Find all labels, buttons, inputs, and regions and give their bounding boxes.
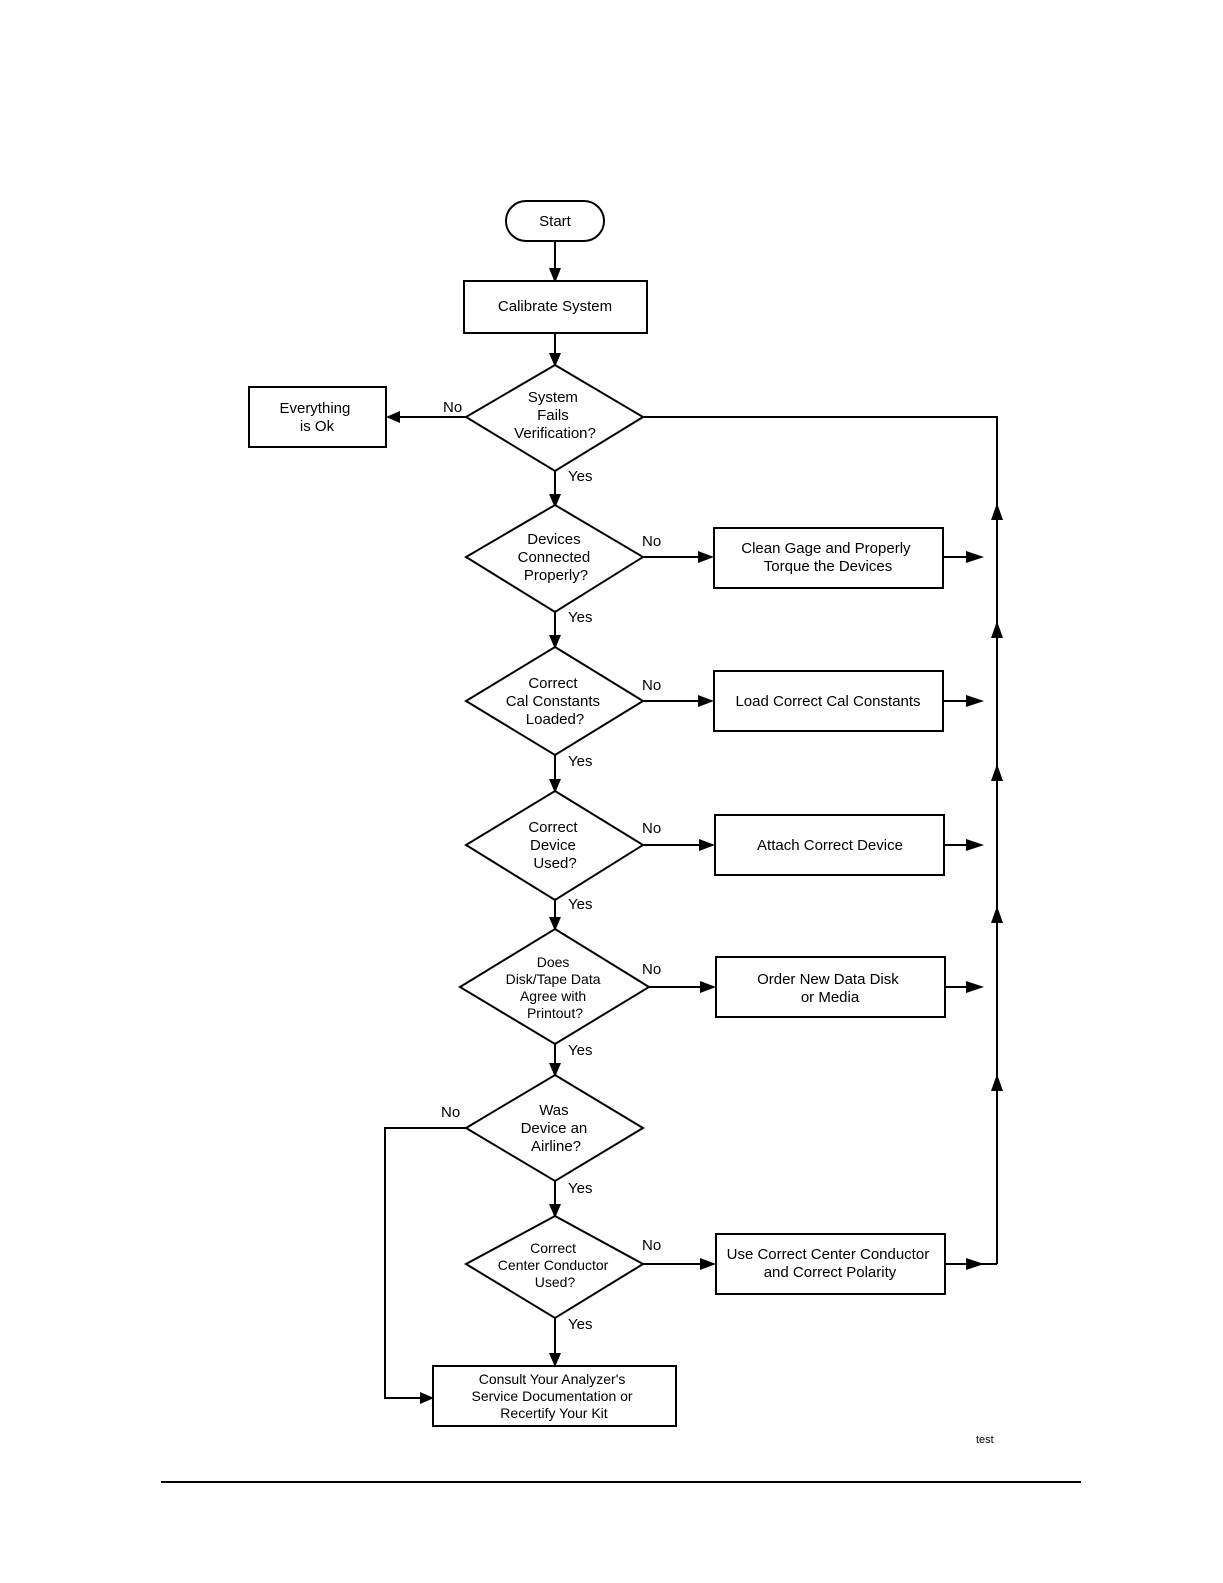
decision-center-line-3: Used? <box>535 1274 576 1290</box>
svg-text:Consult Your Analyzer's: Consult Your Analyzer's Service Document… <box>472 1371 637 1421</box>
start-terminal: Start <box>505 200 605 242</box>
svg-text:Order New Data Disk or M: Order New Data Disk or Media <box>757 971 903 1006</box>
decision-cal-constants: Correct Cal Constants Loaded? <box>464 645 645 757</box>
label-no-device: No <box>642 820 661 837</box>
decision-device-line-2: Device <box>530 837 576 854</box>
label-no-center: No <box>642 1237 661 1254</box>
label-no-airline: No <box>441 1104 460 1121</box>
decision-connected-line-3: Properly? <box>524 567 588 584</box>
svg-text:Correct Cal Constants: Correct Cal Constants Loaded? <box>506 675 604 728</box>
svg-text:Use Correct Center Conductor: Use Correct Center Conductor and Correct… <box>727 1246 934 1281</box>
svg-text:System Fails Verif: System Fails Verification? <box>514 389 596 442</box>
decision-airline: Was Device an Airline? <box>464 1073 645 1183</box>
decision-center-line-2: Center Conductor <box>498 1257 609 1273</box>
decision-verify-line-1: System <box>528 389 578 406</box>
decision-center-conductor: Correct Center Conductor Used? <box>463 1214 645 1320</box>
clean-gage-line-2: Torque the Devices <box>764 558 892 575</box>
decision-airline-line-1: Was <box>539 1102 568 1119</box>
decision-calconst-line-2: Cal Constants <box>506 693 600 710</box>
load-cal-constants-box: Load Correct Cal Constants <box>713 670 944 732</box>
decision-center-line-1: Correct <box>530 1240 576 1256</box>
decision-connected-line-2: Connected <box>518 549 591 566</box>
decision-devices-connected: Devices Connected Properly? <box>464 503 645 614</box>
start-label: Start <box>539 213 572 230</box>
label-yes-connected: Yes <box>568 609 592 626</box>
decision-airline-line-3: Airline? <box>531 1138 581 1155</box>
attach-device-label: Attach Correct Device <box>757 837 903 854</box>
clean-gage-box: Clean Gage and Properly Torque the Devic… <box>713 527 944 589</box>
label-yes-center: Yes <box>568 1316 592 1333</box>
consult-documentation-box: Consult Your Analyzer's Service Document… <box>432 1365 677 1427</box>
connectors <box>384 241 998 1399</box>
svg-text:Everything is Ok: Everything is Ok <box>279 400 354 435</box>
decision-disk-line-4: Printout? <box>527 1005 583 1021</box>
label-no-disk: No <box>642 961 661 978</box>
label-no-calconst: No <box>642 677 661 694</box>
decision-device-line-1: Correct <box>528 819 578 836</box>
decision-connected-line-1: Devices <box>527 531 580 548</box>
svg-text:Was Device an Airl: Was Device an Airline? <box>521 1102 592 1155</box>
label-no-connected: No <box>642 533 661 550</box>
load-cal-constants-label: Load Correct Cal Constants <box>735 693 920 710</box>
svg-text:Clean Gage and Properly: Clean Gage and Properly Torque the Devic… <box>741 540 914 575</box>
everything-ok-line-1: Everything <box>279 400 350 417</box>
figure-tag: test <box>976 1434 994 1446</box>
order-disk-line-2: or Media <box>801 989 860 1006</box>
decision-disk-line-2: Disk/Tape Data <box>506 971 601 987</box>
calibrate-system-box: Calibrate System <box>463 280 648 334</box>
calibrate-system-label: Calibrate System <box>498 298 612 315</box>
svg-text:Does Disk/Tape Data: Does Disk/Tape Data Agree with Printout? <box>506 954 605 1021</box>
everything-ok-line-2: is Ok <box>300 418 335 435</box>
clean-gage-line-1: Clean Gage and Properly <box>741 540 911 557</box>
decision-verify-line-2: Fails <box>537 407 569 424</box>
decision-disk-line-1: Does <box>537 954 570 970</box>
svg-text:Correct Device Use: Correct Device Used? <box>528 819 581 872</box>
arrowheads <box>386 268 1003 1404</box>
label-yes-calconst: Yes <box>568 753 592 770</box>
order-data-disk-box: Order New Data Disk or Media <box>715 956 946 1018</box>
svg-text:Correct Center Conductor: Correct Center Conductor Used? <box>498 1240 612 1290</box>
use-center-line-1: Use Correct Center Conductor <box>727 1246 930 1263</box>
use-center-conductor-box: Use Correct Center Conductor and Correct… <box>715 1233 946 1295</box>
decision-device-line-3: Used? <box>533 855 576 872</box>
decision-calconst-line-3: Loaded? <box>526 711 584 728</box>
label-yes-airline: Yes <box>568 1180 592 1197</box>
decision-correct-device: Correct Device Used? <box>464 789 645 902</box>
attach-device-box: Attach Correct Device <box>714 814 945 876</box>
decision-disk-data: Does Disk/Tape Data Agree with Printout? <box>458 927 651 1046</box>
decision-disk-line-3: Agree with <box>520 988 586 1004</box>
branch-labels: No Yes No Yes No Yes No Yes No Yes No Ye… <box>441 399 661 1333</box>
svg-text:Devices Connected: Devices Connected Properly? <box>518 531 595 584</box>
decision-verify-line-3: Verification? <box>514 425 596 442</box>
consult-line-1: Consult Your Analyzer's <box>479 1371 626 1387</box>
decision-calconst-line-1: Correct <box>528 675 578 692</box>
use-center-line-2: and Correct Polarity <box>764 1264 897 1281</box>
decision-airline-line-2: Device an <box>521 1120 588 1137</box>
consult-line-2: Service Documentation or <box>472 1388 633 1404</box>
label-yes-device: Yes <box>568 896 592 913</box>
label-no-verify: No <box>443 399 462 416</box>
label-yes-disk: Yes <box>568 1042 592 1059</box>
order-disk-line-1: Order New Data Disk <box>757 971 899 988</box>
everything-ok-box: Everything is Ok <box>248 386 387 448</box>
consult-line-3: Recertify Your Kit <box>500 1405 607 1421</box>
label-yes-verify: Yes <box>568 468 592 485</box>
decision-system-fails-verification: System Fails Verification? <box>464 363 645 473</box>
